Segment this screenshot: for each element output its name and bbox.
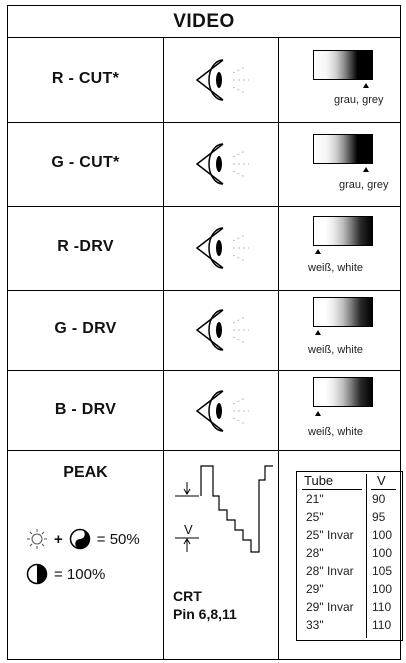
eye-icon (195, 59, 249, 101)
column-divider (366, 474, 367, 638)
tube-voltage-table: Tube V 21" 90 25" 95 25" Invar 100 28" 1… (296, 471, 403, 641)
grey-scale-bar (313, 50, 373, 80)
plus-sign: + (54, 530, 63, 548)
half-contrast-icon (69, 528, 91, 550)
video-adjustment-table: VIDEO R - CUT* grau, grey G - CUT* grau,… (7, 5, 403, 660)
tube-cell: 28" Invar (306, 564, 354, 578)
grey-scale-bar (313, 134, 373, 164)
formula-100-result: = 100% (54, 565, 106, 583)
v-cell: 100 (372, 528, 393, 542)
eye-icon (195, 390, 249, 432)
v-cell: 105 (372, 564, 393, 578)
grid-line (8, 290, 400, 291)
grid-line (8, 370, 400, 371)
v-cell: 110 (372, 600, 392, 614)
half-circle-icon (26, 563, 48, 585)
row-label-g-cut: G - CUT* (51, 154, 120, 171)
v-cell: 95 (372, 510, 386, 524)
grid-line (8, 206, 400, 207)
tube-cell: 33" (306, 618, 324, 632)
eye-icon (195, 227, 249, 269)
tube-cell: 25" (306, 510, 324, 524)
grid-line (8, 37, 400, 38)
tube-cell: 25" Invar (306, 528, 354, 542)
bar-caption: weiß, white (308, 262, 364, 274)
bar-caption: weiß, white (308, 344, 364, 356)
bar-caption: weiß, white (308, 426, 364, 438)
v-cell: 90 (372, 492, 386, 506)
crt-pin-label: Pin 6,8,11 (173, 606, 237, 622)
marker-arrow-icon (363, 83, 369, 88)
bar-caption: grau, grey (339, 179, 389, 191)
row-label-r-cut: R - CUT* (51, 70, 120, 87)
grid-line (8, 122, 400, 123)
tube-cell: 29" (306, 582, 324, 596)
crt-label: CRT (173, 588, 202, 604)
grid-line (8, 450, 400, 451)
tube-header: Tube (304, 473, 334, 488)
formula-100: = 100% (26, 563, 105, 585)
row-label-g-drv: G - DRV (54, 320, 117, 337)
eye-icon (195, 309, 249, 351)
eye-icon (195, 143, 249, 185)
grid-line (163, 37, 164, 659)
v-cell: 100 (372, 546, 393, 560)
header-underline (302, 489, 362, 490)
marker-arrow-icon (315, 411, 321, 416)
sun-icon (27, 529, 47, 549)
grey-scale-bar (313, 216, 373, 246)
v-label: V (184, 522, 193, 537)
marker-arrow-icon (315, 249, 321, 254)
tube-cell: 21" (306, 492, 324, 506)
grid-line (278, 37, 279, 659)
v-header: V (377, 473, 386, 488)
tube-cell: 28" (306, 546, 324, 560)
row-label-r-drv: R -DRV (57, 238, 114, 255)
v-cell: 100 (372, 582, 393, 596)
peak-label: PEAK (63, 464, 108, 481)
grey-scale-bar (313, 297, 373, 327)
crt-waveform-diagram (175, 465, 273, 553)
header-underline (371, 489, 396, 490)
v-cell: 110 (372, 618, 392, 632)
tube-cell: 29" Invar (306, 600, 354, 614)
marker-arrow-icon (363, 167, 369, 172)
row-label-b-drv: B - DRV (54, 401, 117, 418)
grey-scale-bar (313, 377, 373, 407)
marker-arrow-icon (315, 330, 321, 335)
bar-caption: grau, grey (334, 94, 384, 106)
table-title: VIDEO (173, 11, 235, 32)
formula-50-result: = 50% (96, 530, 140, 548)
formula-50: + = 50% (26, 528, 140, 550)
